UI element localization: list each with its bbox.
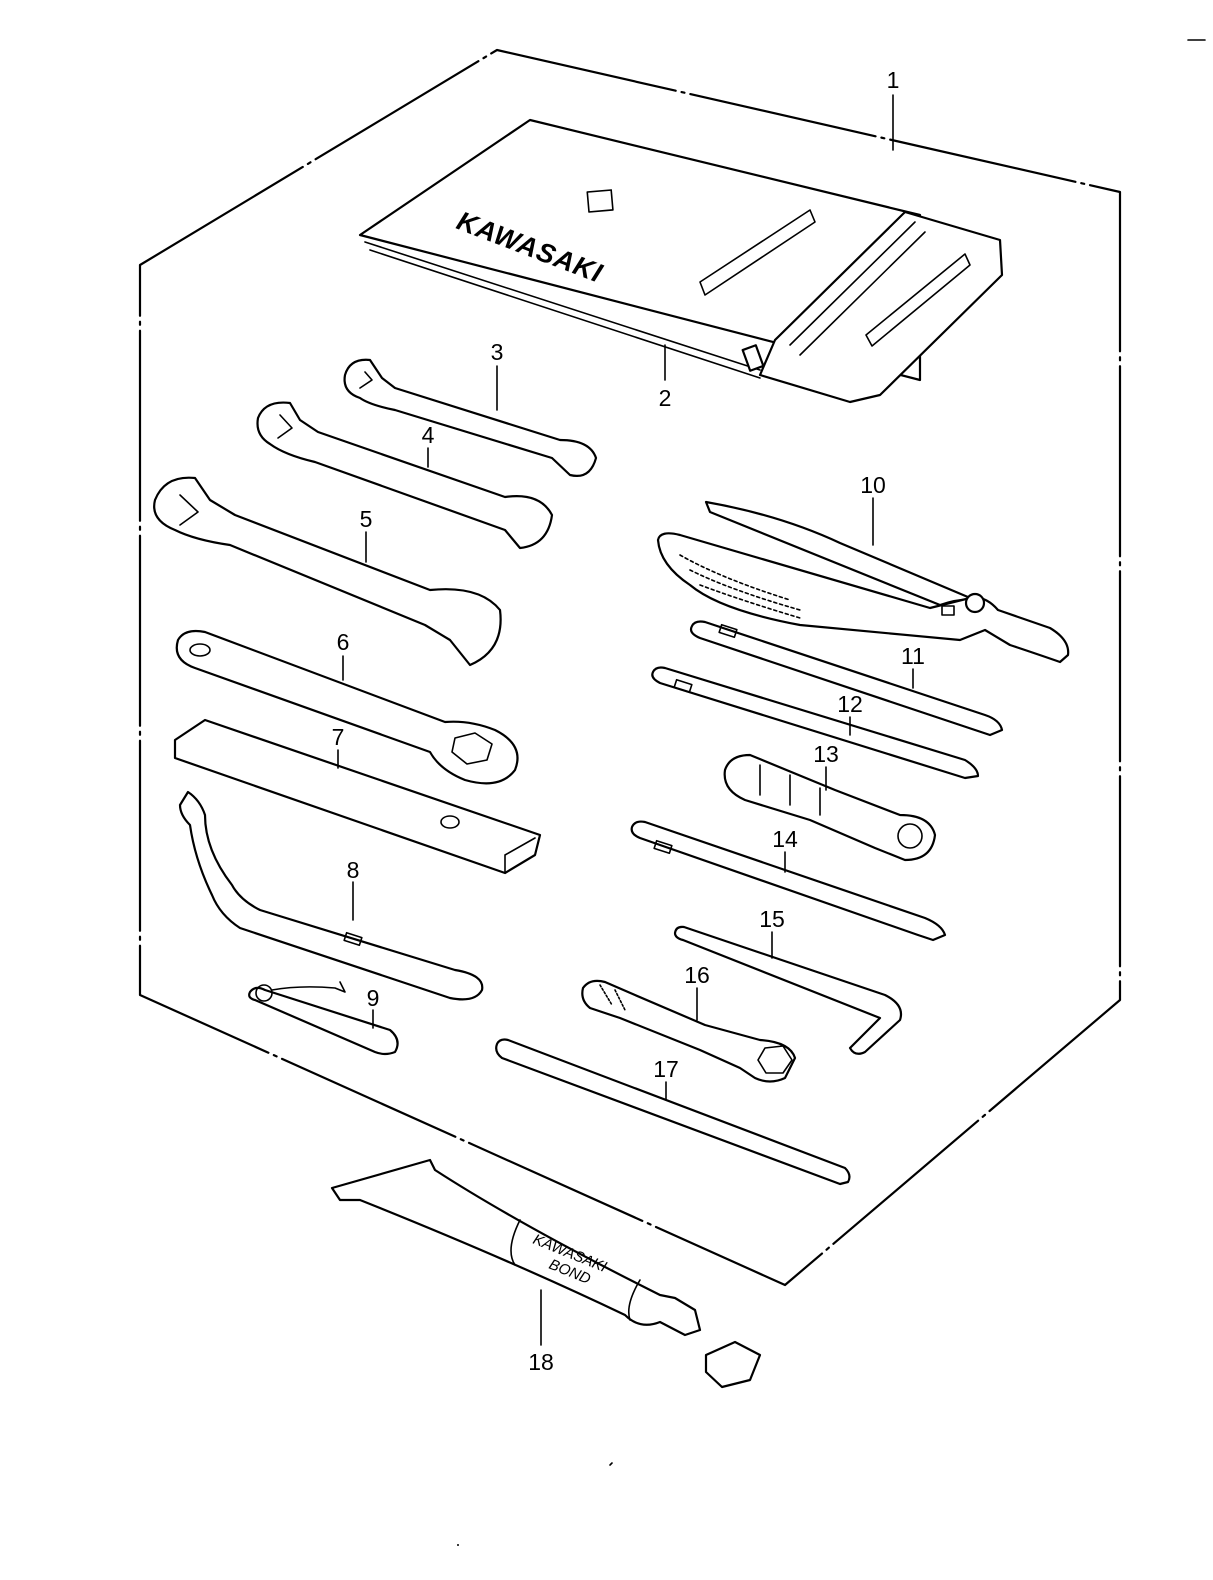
wire-pin-tool [248, 981, 399, 1056]
callout-6: 6 [337, 629, 350, 655]
leader-lines [337, 94, 914, 1346]
callout-2: 2 [659, 385, 672, 411]
screwdriver-shaft-flat [651, 666, 980, 780]
callout-4: 4 [422, 422, 435, 448]
scan-specks [457, 1462, 613, 1546]
callout-8: 8 [347, 857, 360, 883]
callout-13: 13 [813, 741, 839, 767]
hex-key [673, 925, 903, 1055]
screwdriver-shaft-phillips [689, 620, 1004, 737]
callout-10: 10 [860, 472, 886, 498]
callout-16: 16 [684, 962, 710, 988]
callout-11: 11 [901, 643, 925, 669]
wrench-small [343, 358, 598, 477]
hook-spanner [178, 790, 484, 1001]
callout-12: 12 [837, 691, 863, 717]
tommy-bar [495, 1038, 851, 1186]
screwdriver-shaft-phillips-2 [630, 820, 947, 942]
plug-wrench [581, 979, 797, 1083]
tool-bag: KAWASAKI [358, 118, 1004, 404]
callout-18: 18 [528, 1349, 554, 1375]
wrench-large [153, 476, 502, 667]
callout-labels: 1 2 3 4 5 6 7 8 9 10 11 12 13 14 15 16 1… [332, 67, 925, 1375]
extension-bar [173, 718, 542, 875]
callout-1: 1 [887, 67, 900, 93]
callout-5: 5 [360, 506, 373, 532]
callout-9: 9 [367, 985, 380, 1011]
callout-15: 15 [759, 906, 785, 932]
callout-3: 3 [491, 339, 504, 365]
callout-7: 7 [332, 724, 345, 750]
ring-spanner [175, 629, 519, 785]
wrench-medium [256, 401, 554, 550]
screwdriver-handle [723, 753, 937, 862]
pliers [656, 500, 1070, 664]
callout-17: 17 [653, 1056, 679, 1082]
callout-14: 14 [772, 826, 798, 852]
tool-kit-boundary [138, 39, 1206, 1287]
